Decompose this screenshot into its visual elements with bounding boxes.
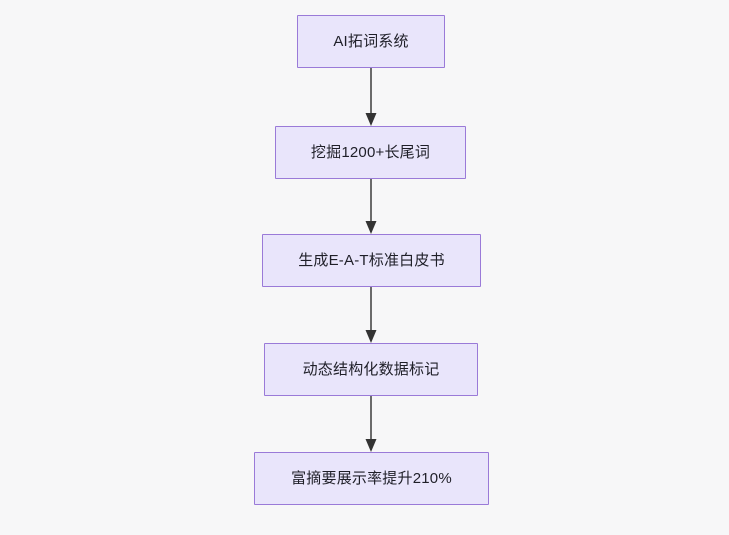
edge-n1-to-n2 xyxy=(361,68,381,126)
flowchart-node-dynamic-structured-data-markup[interactable]: 动态结构化数据标记 xyxy=(264,343,478,396)
edge-n3-to-n4 xyxy=(361,287,381,343)
flowchart-node-mine-longtail-keywords[interactable]: 挖掘1200+长尾词 xyxy=(275,126,466,179)
flowchart-node-ai-keyword-system[interactable]: AI拓词系统 xyxy=(297,15,445,68)
flowchart-node-label: AI拓词系统 xyxy=(333,32,409,50)
flowchart-node-generate-eat-whitepaper[interactable]: 生成E-A-T标准白皮书 xyxy=(262,234,481,287)
flowchart-node-label: 生成E-A-T标准白皮书 xyxy=(298,251,445,269)
flowchart-node-rich-snippet-impression-lift[interactable]: 富摘要展示率提升210% xyxy=(254,452,489,505)
flowchart-node-label: 富摘要展示率提升210% xyxy=(291,469,452,487)
edge-n2-to-n3 xyxy=(361,179,381,234)
edge-n4-to-n5 xyxy=(361,396,381,452)
flowchart-node-label: 挖掘1200+长尾词 xyxy=(310,143,431,161)
flowchart-node-label: 动态结构化数据标记 xyxy=(302,360,440,378)
